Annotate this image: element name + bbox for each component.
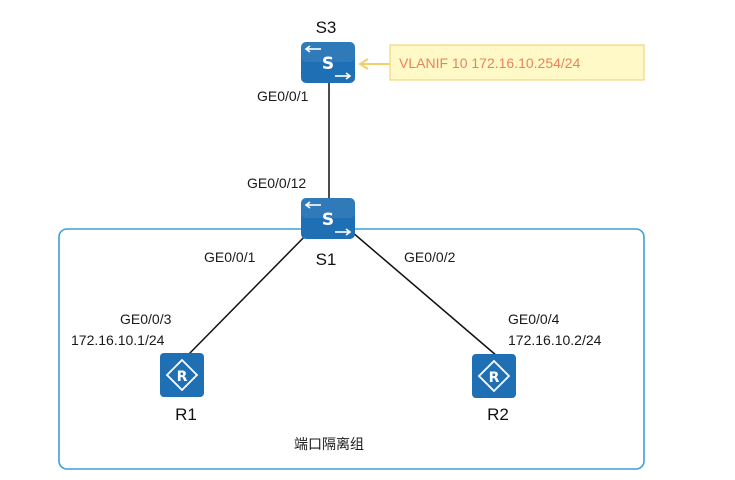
port-label-s1-ge002: GE0/0/2 [404, 249, 456, 265]
svg-text:R: R [177, 369, 188, 385]
callout-text: VLANIF 10 172.16.10.254/24 [399, 55, 581, 71]
router-icon: R [160, 353, 204, 397]
switch-icon: S [301, 198, 355, 239]
switch-s3[interactable]: S [301, 42, 355, 83]
router-r2[interactable]: R [472, 354, 516, 398]
device-name-r2: R2 [487, 405, 509, 424]
device-name-s1: S1 [316, 250, 337, 269]
port-label-s1-ge0012: GE0/0/12 [247, 175, 306, 191]
ip-label-r2: 172.16.10.2/24 [508, 332, 602, 348]
port-label-s3-ge001: GE0/0/1 [257, 88, 309, 104]
svg-text:S: S [322, 54, 334, 74]
port-isolation-group-box [58, 228, 645, 470]
port-isolation-group-label: 端口隔离组 [294, 436, 364, 452]
svg-text:S: S [322, 210, 334, 230]
link-s1-r1 [187, 225, 316, 356]
port-label-r1-ge003: GE0/0/3 [120, 311, 172, 327]
port-label-s1-ge001: GE0/0/1 [204, 249, 256, 265]
switch-icon: S [301, 42, 355, 83]
vlanif-callout: VLANIF 10 172.16.10.254/24 [358, 44, 645, 81]
device-name-s3: S3 [316, 18, 337, 37]
callout-box [389, 44, 645, 81]
ip-label-r1: 172.16.10.1/24 [71, 332, 165, 348]
port-label-r2-ge004: GE0/0/4 [508, 311, 560, 327]
router-r1[interactable]: R [160, 353, 204, 397]
device-name-r1: R1 [175, 405, 197, 424]
svg-text:R: R [489, 370, 500, 386]
switch-s1[interactable]: S [301, 198, 355, 239]
router-icon: R [472, 354, 516, 398]
link-s1-r2 [344, 225, 498, 357]
